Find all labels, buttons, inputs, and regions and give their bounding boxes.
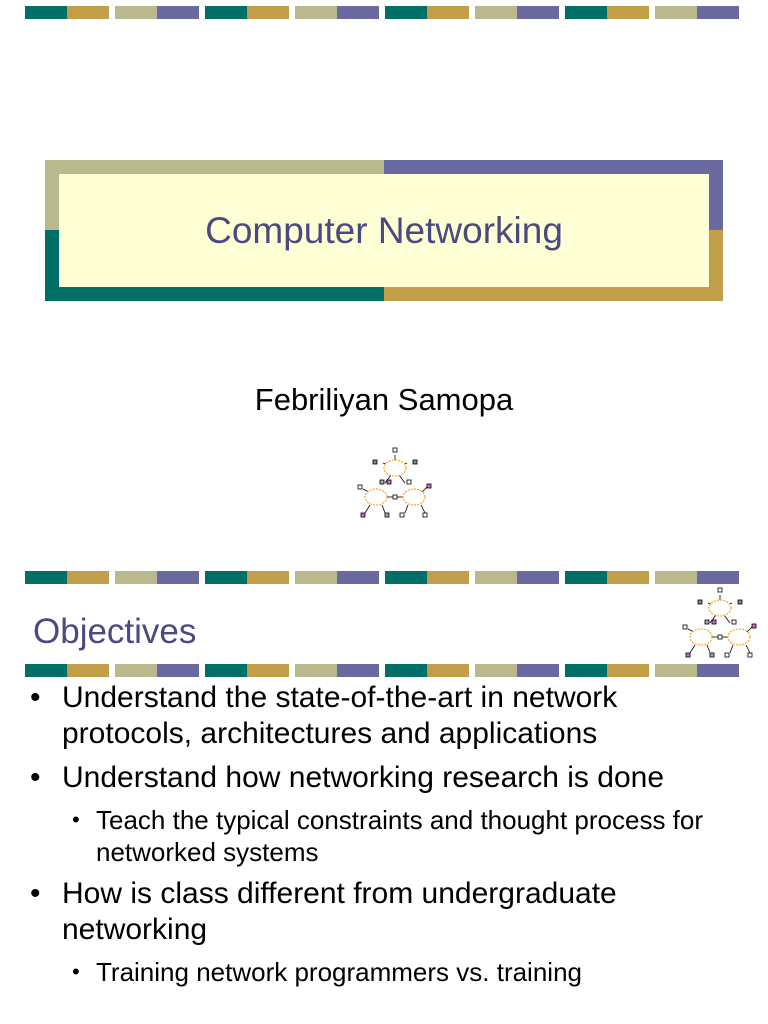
bullet-text: Understand the state-of-the-art in netwo… xyxy=(62,681,618,750)
stripe-segment xyxy=(475,664,517,677)
stripe-segment xyxy=(565,571,607,584)
sub-bullet-text: Training network programmers vs. trainin… xyxy=(96,957,582,987)
title-box: Computer Networking xyxy=(45,160,723,301)
stripe-segment xyxy=(115,6,157,19)
stripe-segment xyxy=(115,571,157,584)
stripe-segment xyxy=(697,664,739,677)
stripe-segment xyxy=(115,664,157,677)
stripe-segment xyxy=(475,571,517,584)
stripe-segment xyxy=(157,664,199,677)
stripe-segment xyxy=(427,571,469,584)
stripe-segment xyxy=(25,664,67,677)
stripe-segment xyxy=(697,571,739,584)
stripe-segment xyxy=(517,664,559,677)
network-diagram-icon xyxy=(357,447,432,518)
sub-bullet-item: • Training network programmers vs. train… xyxy=(30,956,750,988)
stripe-segment xyxy=(475,6,517,19)
stripe-segment xyxy=(295,571,337,584)
stripe-segment xyxy=(697,6,739,19)
stripe-segment xyxy=(607,664,649,677)
stripe-segment xyxy=(247,664,289,677)
stripe-segment xyxy=(67,664,109,677)
bullet-item: • Understand the state-of-the-art in net… xyxy=(30,680,750,752)
stripe-segment xyxy=(385,571,427,584)
network-diagram-icon xyxy=(682,587,757,658)
stripe-segment xyxy=(427,664,469,677)
bullet-item: • How is class different from undergradu… xyxy=(30,876,750,948)
stripe-segment xyxy=(247,6,289,19)
stripe-segment xyxy=(205,571,247,584)
stripe-segment xyxy=(655,664,697,677)
stripe-segment xyxy=(295,664,337,677)
bullet-item: • Understand how networking research is … xyxy=(30,760,750,796)
bullet-text: Understand how networking research is do… xyxy=(62,761,665,794)
stripe-segment xyxy=(655,571,697,584)
stripe-segment xyxy=(67,6,109,19)
stripe-segment xyxy=(205,664,247,677)
stripe-segment xyxy=(157,6,199,19)
stripe-segment xyxy=(337,664,379,677)
bullet-icon: • xyxy=(30,761,41,794)
sub-bullet-item: • Teach the typical constraints and thou… xyxy=(30,804,750,868)
stripe-segment xyxy=(565,6,607,19)
stripe-segment xyxy=(205,6,247,19)
bullet-icon: • xyxy=(72,807,80,832)
stripe-segment xyxy=(565,664,607,677)
stripe-segment xyxy=(385,664,427,677)
stripe-segment xyxy=(427,6,469,19)
stripe-segment xyxy=(337,571,379,584)
objectives-title: Objectives xyxy=(33,612,197,651)
stripe-segment xyxy=(655,6,697,19)
slide2-top-stripe xyxy=(25,571,739,584)
objectives-list: • Understand the state-of-the-art in net… xyxy=(30,680,750,996)
stripe-segment xyxy=(607,571,649,584)
stripe-segment xyxy=(295,6,337,19)
stripe-segment xyxy=(247,571,289,584)
slide-title: Computer Networking xyxy=(205,209,563,251)
stripe-segment xyxy=(157,571,199,584)
stripe-segment xyxy=(607,6,649,19)
bullet-text: How is class different from undergraduat… xyxy=(62,877,617,946)
top-stripe xyxy=(25,6,739,19)
stripe-segment xyxy=(517,6,559,19)
sub-bullet-text: Teach the typical constraints and though… xyxy=(96,805,704,867)
bullet-icon: • xyxy=(30,681,41,714)
stripe-segment xyxy=(67,571,109,584)
stripe-segment xyxy=(337,6,379,19)
stripe-segment xyxy=(25,571,67,584)
slide2-title-stripe xyxy=(25,664,739,677)
author-name: Febriliyan Samopa xyxy=(254,382,514,417)
stripe-segment xyxy=(25,6,67,19)
stripe-segment xyxy=(517,571,559,584)
stripe-segment xyxy=(385,6,427,19)
bullet-icon: • xyxy=(72,959,80,984)
bullet-icon: • xyxy=(30,877,41,910)
